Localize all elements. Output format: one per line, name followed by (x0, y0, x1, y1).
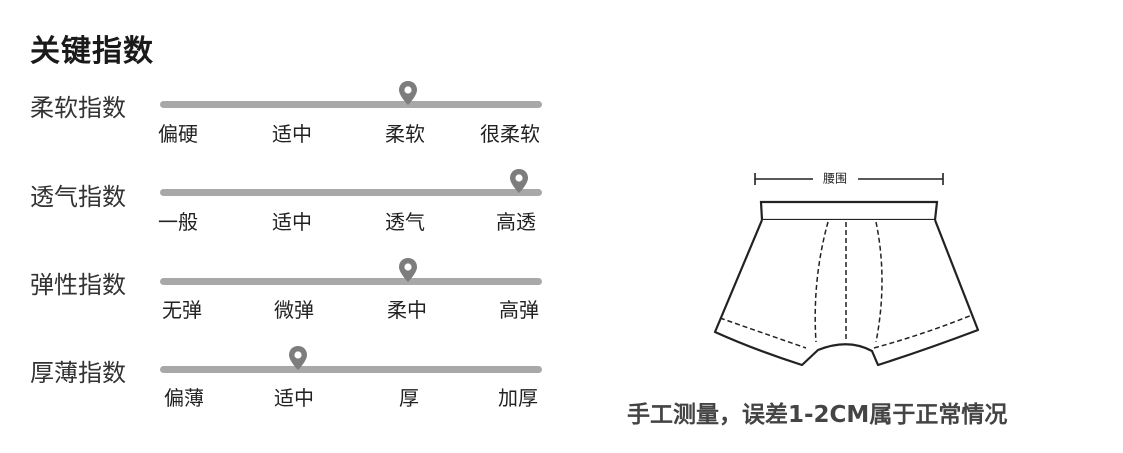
breathability-track (160, 189, 542, 196)
softness-tick-3: 柔软 (385, 122, 425, 146)
elasticity-tick-1: 无弹 (162, 298, 202, 322)
thickness-tick-3: 厚 (399, 386, 419, 410)
thickness-track (160, 366, 542, 373)
breathability-index-label: 透气指数 (30, 183, 126, 211)
thickness-index-label: 厚薄指数 (30, 359, 126, 387)
softness-track (160, 101, 542, 108)
softness-tick-1: 偏硬 (158, 122, 198, 146)
breathability-marker-pin-icon (510, 169, 529, 193)
elasticity-tick-4: 高弹 (499, 298, 539, 322)
boxer-briefs-diagram: 腰围 (713, 172, 980, 367)
breathability-tick-1: 一般 (158, 210, 198, 234)
measurement-note: 手工测量，误差1-2CM属于正常情况 (627, 402, 1008, 428)
softness-marker-pin-icon (399, 81, 418, 105)
elasticity-index-label: 弹性指数 (30, 271, 126, 299)
thickness-marker-pin-icon (288, 346, 307, 370)
elasticity-track (160, 278, 542, 285)
thickness-tick-1: 偏薄 (164, 386, 204, 410)
elasticity-tick-3: 柔中 (387, 298, 427, 322)
breathability-tick-2: 适中 (272, 210, 312, 234)
breathability-tick-3: 透气 (385, 210, 425, 234)
softness-index-label: 柔软指数 (30, 94, 126, 122)
thickness-tick-2: 适中 (274, 386, 314, 410)
softness-tick-2: 适中 (272, 122, 312, 146)
elasticity-marker-pin-icon (399, 258, 418, 282)
thickness-tick-4: 加厚 (498, 386, 538, 410)
breathability-tick-4: 高透 (496, 210, 536, 234)
section-title: 关键指数 (30, 34, 154, 69)
softness-tick-4: 很柔软 (480, 122, 540, 146)
waist-label: 腰围 (823, 172, 847, 186)
elasticity-tick-2: 微弹 (274, 298, 314, 322)
